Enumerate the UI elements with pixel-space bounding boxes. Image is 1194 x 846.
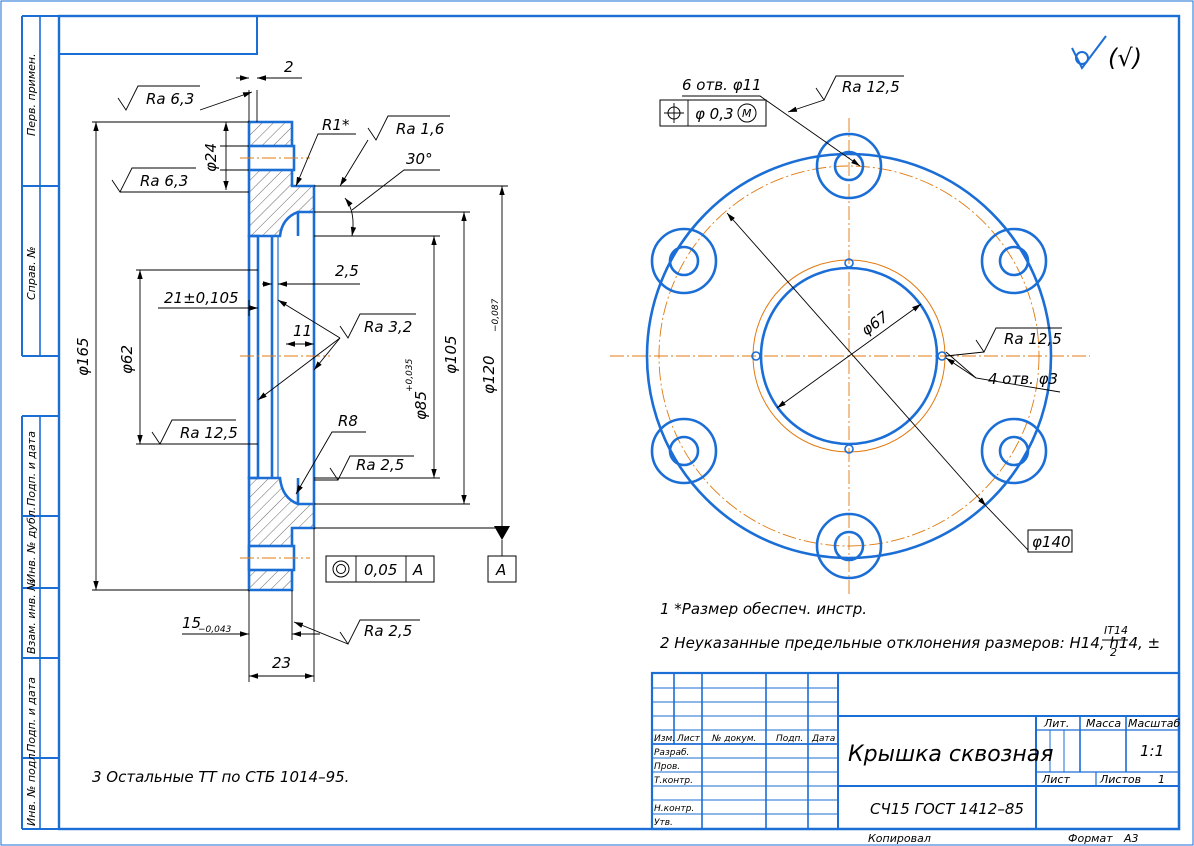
tolerance-frame: 0,05 A	[325, 555, 435, 583]
section-roughness: Ra 6,3 Ra 6,3 Ra 1,6 Ra 3,2 Ra 12,5 Ra 2…	[111, 85, 450, 645]
dim-15-tol: −0,043	[198, 625, 232, 635]
label-sprav-no: Справ. №	[25, 246, 38, 300]
lower-section-body	[247, 476, 316, 592]
tb-izm: Изм.	[654, 734, 675, 744]
tb-scale: 1:1	[1140, 742, 1164, 760]
plan-view	[610, 118, 1090, 596]
tb-dokum: № докум.	[711, 734, 756, 744]
tb-list2: Лист	[1041, 773, 1070, 786]
dim-r8: R8	[338, 412, 358, 430]
plan-dimensions: 6 отв. φ11 φ 0,3 M Ra 12,5 φ67 4 отв. φ3…	[659, 75, 1073, 553]
ra-1-6: Ra 1,6	[396, 120, 444, 138]
tol-value: 0,05	[364, 561, 397, 579]
dim-d120-tol: −0,087	[491, 298, 501, 332]
ra-6-3-face: Ra 6,3	[140, 172, 188, 190]
tb-prov: Пров.	[654, 762, 680, 772]
tb-format-v: А3	[1123, 832, 1139, 845]
tb-data: Дата	[811, 734, 835, 744]
technical-notes: 1 *Размер обеспеч. инстр. 2 Неуказанные …	[92, 600, 1160, 786]
tb-listov: Листов	[1099, 773, 1141, 786]
section-dimensions: φ165 φ24 φ62 21±0,105 2 2,5 11 φ85 +0,03…	[74, 58, 510, 682]
tb-masshtab: Масштаб	[1128, 717, 1180, 730]
dim-d140: φ140	[1032, 533, 1071, 551]
label-podp-data-1: Подп. и дата	[25, 431, 38, 506]
dim-d85-tol: +0,035	[405, 358, 415, 392]
holes4-label: 4 отв. φ3	[988, 370, 1058, 388]
note-2-numerator: IT14	[1104, 624, 1128, 637]
tb-lit: Лит.	[1043, 717, 1069, 730]
note-2: 2 Неуказанные предельные отклонения разм…	[660, 634, 1160, 652]
label-inv-podl: Инв. № подл.	[25, 750, 38, 826]
outer-circle-d165	[645, 152, 1053, 560]
holes6-label: 6 отв. φ11	[682, 76, 762, 94]
general-roughness-text: (√)	[1108, 44, 1142, 72]
position-mod: M	[742, 107, 752, 120]
dim-11: 11	[293, 322, 312, 340]
tb-material: СЧ15 ГОСТ 1412–85	[870, 800, 1024, 818]
dim-d105: φ105	[442, 335, 460, 374]
ra-3-2: Ra 3,2	[364, 318, 412, 336]
tb-format: Формат	[1068, 832, 1113, 845]
dim-d67: φ67	[858, 307, 892, 339]
tol-datum: A	[412, 561, 423, 579]
tb-podp: Подп.	[776, 734, 803, 744]
general-roughness-symbol: (√)	[1071, 35, 1142, 72]
note-3: 3 Остальные ТТ по СТБ 1014–95.	[92, 768, 349, 786]
dim-d62: φ62	[118, 345, 136, 374]
note-1: 1 *Размер обеспеч. инстр.	[660, 600, 867, 618]
dim-15: 15	[182, 614, 201, 632]
tb-kopiroval: Копировал	[868, 832, 931, 845]
ra-12-5-plan-right: Ra 12,5	[1004, 330, 1062, 348]
bolt-circle	[658, 165, 1040, 547]
ra-12-5-bore: Ra 12,5	[180, 424, 238, 442]
tb-listov-n: 1	[1158, 773, 1165, 786]
dim-2-5: 2,5	[335, 262, 359, 280]
datum-box: A	[487, 540, 517, 583]
side-labels: Перв. примен. Справ. № Подп. и дата Инв.…	[25, 53, 38, 826]
dim-23: 23	[272, 654, 291, 672]
dim-d120: φ120	[480, 355, 498, 394]
label-inv-dubl: Инв. № дубл.	[25, 507, 38, 582]
tb-utv: Утв.	[654, 818, 673, 828]
dim-r1: R1*	[322, 116, 350, 134]
ra-12-5-plan-top: Ra 12,5	[842, 78, 900, 96]
tb-name: Крышка сквозная	[848, 742, 1053, 767]
tb-list: Лист	[676, 734, 701, 744]
dim-30deg: 30°	[406, 150, 433, 168]
tb-nkontr: Н.контр.	[654, 804, 694, 814]
title-block: Изм. Лист № докум. Подп. Дата Разраб. Пр…	[650, 671, 1180, 845]
dim-d24: φ24	[202, 143, 220, 172]
label-perv-primen: Перв. примен.	[25, 53, 38, 136]
tb-razrab: Разраб.	[654, 748, 689, 758]
tb-tkontr: Т.контр.	[654, 776, 693, 786]
ra-2-5-bottom: Ra 2,5	[364, 622, 412, 640]
label-vzam-inv: Взам. инв. №	[25, 579, 38, 654]
label-podp-data-2: Подп. и дата	[25, 677, 38, 752]
upper-section-body	[247, 120, 316, 238]
dim-21: 21±0,105	[164, 289, 239, 307]
bore-outline	[247, 234, 260, 480]
ra-6-3-top: Ra 6,3	[146, 90, 194, 108]
dim-d85: φ85	[412, 391, 430, 420]
tb-massa: Масса	[1086, 717, 1121, 730]
datum-label: A	[495, 561, 506, 579]
position-tol: φ 0,3	[695, 105, 734, 123]
dim-2: 2	[284, 58, 294, 76]
ra-2-5-mid: Ra 2,5	[356, 456, 404, 474]
note-2-denominator: 2	[1110, 646, 1117, 659]
dim-d165: φ165	[74, 337, 92, 376]
